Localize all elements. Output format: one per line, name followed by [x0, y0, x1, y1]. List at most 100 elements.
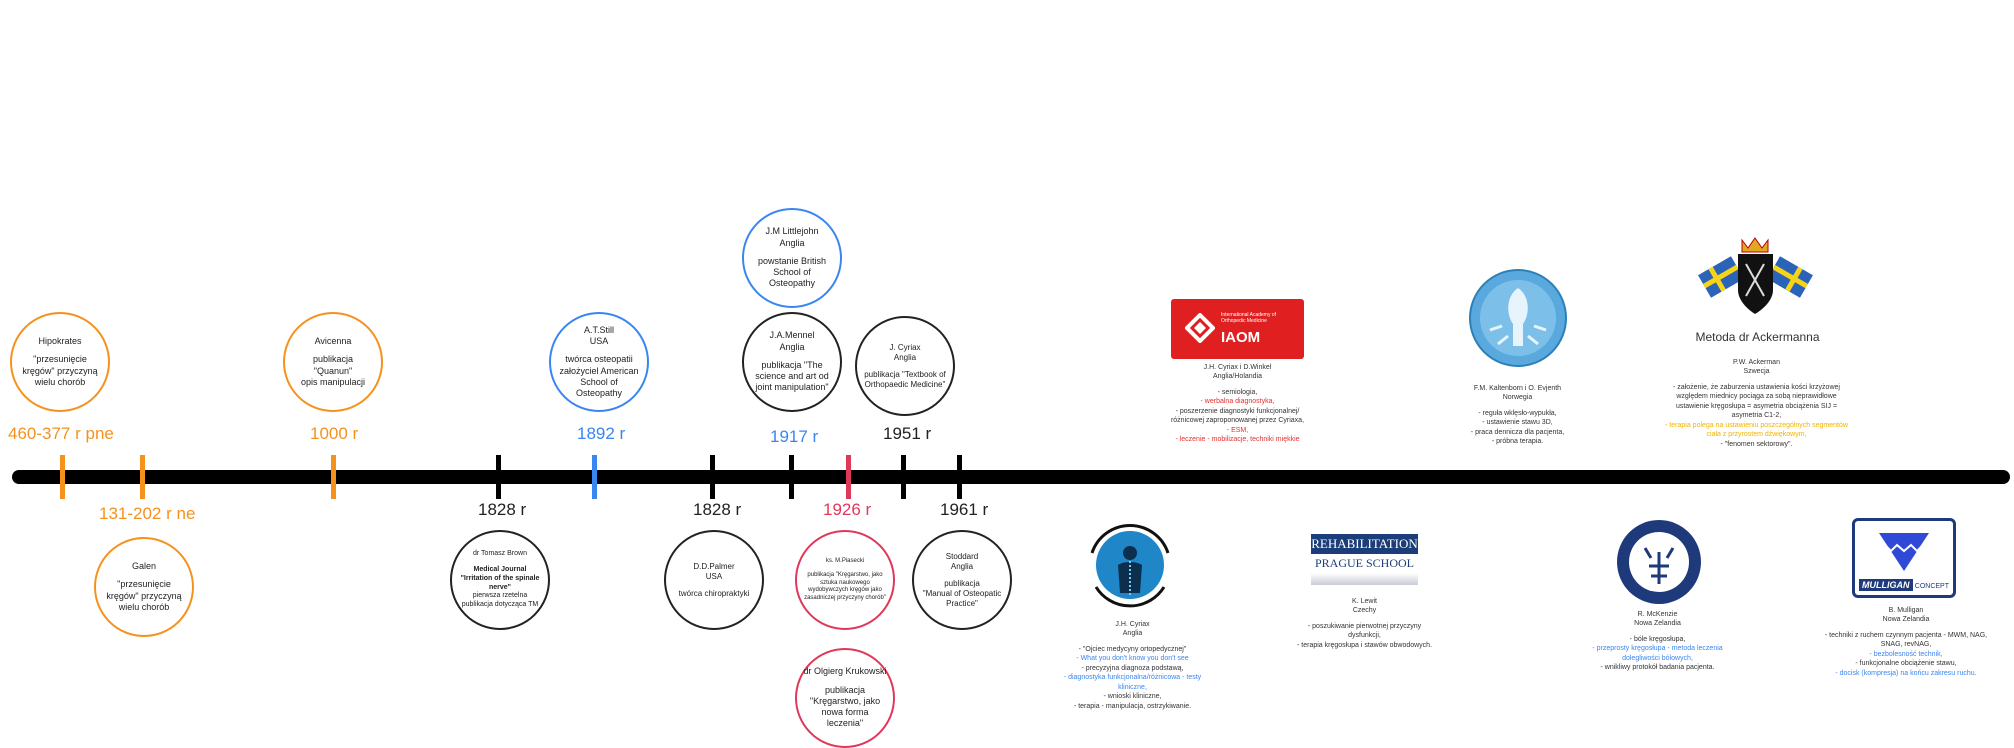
prague-logo-line2: PRAGUE SCHOOL — [1314, 556, 1414, 570]
event-still: A.T.Still USA twórca osteopatii założyci… — [549, 312, 649, 412]
date-1951: 1951 r — [883, 424, 932, 443]
panel-line: - założenie, że zaburzenia ustawienia ko… — [1673, 383, 1840, 420]
panel-mulligan: B. Mulligan Nowa Zelandia - techniki z r… — [1820, 606, 1992, 678]
panel-line: - werbalna diagnostyka, — [1200, 398, 1275, 406]
event-text: publikacja — [312, 354, 354, 365]
cyriax-logo — [1080, 513, 1180, 613]
event-text: publikacja "The science and art od joint… — [755, 359, 829, 393]
event-text: "Kręgarstwo, jako nowa forma leczenia" — [809, 695, 881, 729]
panel-country: Nowa Zelandia — [1634, 620, 1681, 628]
tick-1828-a — [496, 455, 501, 499]
panel-line: - docisk (kompresja) na końcu zakresu ru… — [1835, 669, 1977, 677]
panel-line: - leczenie - mobilizacje, techniki miękk… — [1175, 436, 1300, 444]
panel-name: P.W. Ackerman — [1733, 359, 1780, 366]
panel-ackermann: P.W. Ackerman Szwecja - założenie, że za… — [1664, 358, 1849, 449]
iaom-logo: International Academy of Orthopedic Medi… — [1171, 299, 1304, 359]
panel-line: - funkcjonalne obciążenie stawu, — [1855, 660, 1957, 668]
kaltenborn-logo — [1468, 268, 1568, 368]
panel-line: - poszerzenie diagnostyki funkcjonalnej/… — [1170, 407, 1305, 425]
panel-line: - semiologia, — [1217, 388, 1258, 396]
event-text: "Quanun" — [313, 365, 353, 376]
date-1828-a: 1828 r — [478, 500, 527, 519]
event-country: USA — [589, 336, 609, 346]
panel-country: Nowa Zelandia — [1882, 616, 1930, 624]
iaom-mark-icon — [1185, 313, 1215, 343]
event-avicenna: Avicenna publikacja "Quanun" opis manipu… — [283, 312, 383, 412]
tick-1828-b — [710, 455, 715, 499]
event-text: "przesunięcie kręgów" przyczyną wielu ch… — [106, 579, 182, 612]
event-name: ks. M.Piasecki — [825, 557, 865, 564]
event-name: dr Tomasz Brown — [473, 550, 527, 558]
date-1917: 1917 r — [770, 427, 819, 446]
panel-line: - "Ojciec medycyny ortopedycznej" — [1078, 645, 1187, 653]
panel-cyriax: J.H. Cyriax Anglia - "Ojciec medycyny or… — [1050, 620, 1215, 711]
mulligan-logo-small: CONCEPT — [1914, 583, 1949, 590]
panel-line: - techniki z ruchem czynnym pacjenta - M… — [1824, 631, 1988, 649]
event-country: Anglia — [779, 237, 805, 248]
tick-1917 — [789, 455, 794, 499]
date-1961: 1961 r — [940, 500, 989, 519]
iaom-logo-small: International Academy of Orthopedic Medi… — [1221, 312, 1277, 324]
event-brown: dr Tomasz Brown Medical Journal "Irritat… — [450, 530, 550, 630]
timeline-axis — [12, 470, 2010, 484]
event-name: Galen — [131, 561, 157, 571]
event-cyriax-1951: J. Cyriax Anglia publikacja "Textbook of… — [855, 316, 955, 416]
event-littlejohn: J.M Littlejohn Anglia powstanie British … — [742, 208, 842, 308]
date-460bc: 460-377 r pne — [8, 424, 114, 443]
panel-country: Norwegia — [1502, 394, 1533, 402]
event-krukowski: dr Olgierg Krukowski publikacja "Kręgars… — [795, 648, 895, 748]
event-text: opis manipulacji — [300, 376, 366, 387]
event-text: twórca chiropraktyki — [678, 588, 750, 598]
panel-line: - What you don't know you don't see — [1076, 655, 1189, 663]
event-mennel: J.A.Mennel Anglia publikacja "The scienc… — [742, 312, 842, 412]
panel-country: Szwecja — [1743, 368, 1770, 376]
event-galen: Galen "przesunięcie kręgów" przyczyną wi… — [94, 537, 194, 637]
iaom-logo-text: IAOM — [1221, 329, 1261, 346]
panel-line: - terapia polega na ustawieniu poszczegó… — [1665, 421, 1848, 439]
panel-kaltenborn: F.M. Kaltenborn i O. Evjenth Norwegia - … — [1445, 384, 1590, 447]
event-text: publikacja "Textbook of Orthopaedic Medi… — [864, 369, 946, 389]
panel-line: - terapia kręgosłupa i stawów obwodowych… — [1297, 641, 1433, 649]
panel-line: - przeprosty kręgosłupa - metoda leczeni… — [1592, 645, 1723, 662]
panel-line: - precyzyjna diagnoza podstawą, — [1081, 664, 1184, 672]
event-text: "przesunięcie kręgów" przyczyną wielu ch… — [22, 354, 98, 387]
event-country: Anglia — [779, 341, 805, 352]
panel-name: B. Mulligan — [1888, 607, 1924, 614]
mckenzie-logo — [1615, 518, 1703, 606]
event-title: Medical Journal "Irritation of the spina… — [460, 566, 540, 591]
event-piasecki: ks. M.Piasecki publikacja "Kręgarstwo, j… — [795, 530, 895, 630]
panel-line: - bóle kręgosłupa, — [1629, 635, 1686, 643]
panel-iaom: J.H. Cyriax i D.Winkel Anglia/Holandia -… — [1160, 363, 1315, 445]
date-1828-b: 1828 r — [693, 500, 742, 519]
tick-1961 — [957, 455, 962, 499]
panel-line: - bezbolesność technik, — [1869, 650, 1943, 658]
panel-line: - wnioski kliniczne, — [1103, 693, 1162, 701]
panel-line: - ustawienie stawu 3D, — [1482, 419, 1553, 427]
ackermann-title: Metoda dr Ackermanna — [1695, 330, 1820, 344]
event-stoddard: Stoddard Anglia publikacja "Manual of Os… — [912, 530, 1012, 630]
tick-1951 — [901, 455, 906, 499]
event-name: Avicenna — [314, 336, 352, 346]
event-text: pierwsza rzetelna publikacja dotycząca T… — [461, 592, 539, 608]
tick-1000 — [331, 455, 336, 499]
panel-name: F.M. Kaltenborn i O. Evjenth — [1473, 385, 1562, 392]
event-name: J.M Littlejohn — [765, 226, 819, 237]
panel-line: - próbna terapia. — [1491, 438, 1544, 446]
date-1892: 1892 r — [577, 424, 626, 443]
panel-country: Anglia/Holandia — [1212, 373, 1263, 381]
panel-name: J.H. Cyriax i D.Winkel — [1203, 364, 1272, 371]
panel-name: R. McKenzie — [1637, 611, 1678, 618]
ackermann-emblem — [1698, 234, 1813, 326]
event-text: twórca osteopatii założyciel American Sc… — [559, 354, 639, 398]
event-hipokrates: Hipokrates "przesunięcie kręgów" przyczy… — [10, 312, 110, 412]
event-name: Hipokrates — [38, 336, 82, 346]
tick-131ad — [140, 455, 145, 499]
panel-line: - wnikliwy protokół badania pacjenta. — [1600, 664, 1715, 672]
panel-lewit: K. Lewit Czechy - poszukiwanie pierwotne… — [1297, 597, 1432, 650]
prague-school-logo: REHABILITATION PRAGUE SCHOOL — [1311, 534, 1418, 588]
panel-line: - poszukiwanie pierwotnej przyczyny dysf… — [1307, 622, 1422, 640]
panel-line: - praca dennicza dla pacjenta, — [1470, 428, 1565, 436]
event-country: USA — [705, 571, 723, 581]
event-country: Anglia — [950, 561, 974, 571]
tick-1892 — [592, 455, 597, 499]
